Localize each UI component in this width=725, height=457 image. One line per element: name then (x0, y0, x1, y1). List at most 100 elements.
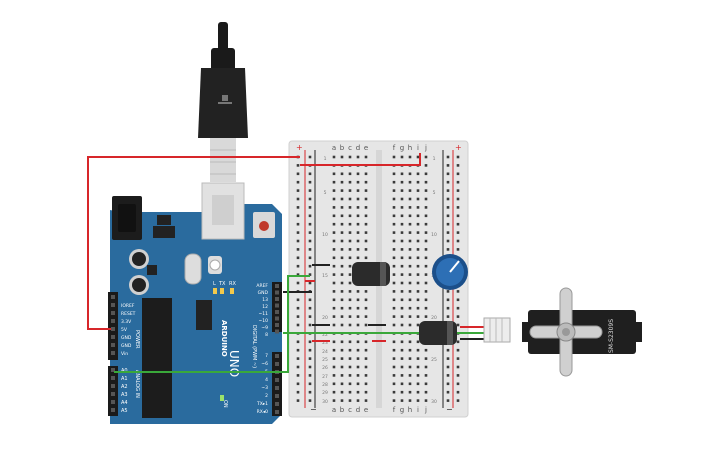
breadboard-hole (308, 180, 312, 184)
breadboard-hole (392, 340, 396, 344)
col-label-g-bottom: g (400, 406, 404, 414)
col-label-g-top: g (400, 144, 404, 152)
breadboard-hole (348, 399, 352, 402)
breadboard-hole (424, 231, 428, 234)
header-pin (111, 384, 115, 388)
row-number-10-left: 10 (322, 232, 328, 238)
breadboard-hole (340, 231, 344, 234)
breadboard-hole (364, 315, 368, 318)
breadboard-hole (332, 189, 336, 192)
breadboard-hole (446, 239, 450, 243)
breadboard-hole (400, 206, 404, 209)
breadboard-hole (416, 390, 420, 394)
breadboard-hole (296, 239, 300, 243)
header-pin (275, 316, 279, 321)
breadboard-hole (456, 155, 460, 159)
header-pin (111, 392, 115, 396)
breadboard-hole (340, 340, 344, 344)
breadboard-hole (296, 248, 300, 251)
breadboard-hole (332, 273, 336, 276)
header-pin (111, 327, 115, 331)
breadboard-hole (340, 365, 344, 369)
breadboard-hole (416, 357, 420, 360)
breadboard-hole (296, 399, 300, 402)
breadboard-hole (364, 390, 368, 394)
breadboard-hole (340, 239, 344, 243)
breadboard-hole (364, 323, 368, 327)
breadboard-hole (296, 281, 300, 285)
breadboard-hole (364, 222, 368, 226)
breadboard-hole (332, 197, 336, 201)
breadboard-hole (424, 357, 428, 360)
breadboard-hole (348, 348, 352, 352)
header-pin (275, 290, 279, 295)
breadboard-hole (392, 264, 396, 268)
breadboard-hole (348, 256, 352, 260)
breadboard-hole (446, 164, 450, 167)
row-number-30-left: 30 (322, 399, 328, 405)
row-number-1-right: 1 (433, 156, 436, 162)
breadboard-hole (446, 248, 450, 251)
breadboard-hole (456, 374, 460, 377)
breadboard-hole (408, 189, 412, 192)
breadboard-hole (408, 264, 412, 268)
breadboard-hole (392, 197, 396, 201)
breadboard-hole (400, 298, 404, 302)
breadboard-hole (416, 197, 420, 201)
breadboard-hole (416, 222, 420, 226)
breadboard-hole (392, 273, 396, 276)
breadboard-hole (392, 180, 396, 184)
breadboard-hole (392, 290, 396, 293)
breadboard-hole (340, 290, 344, 293)
breadboard-hole (348, 323, 352, 327)
breadboard-hole (348, 155, 352, 159)
row-number-15-left: 15 (322, 273, 328, 279)
breadboard-hole (308, 206, 312, 209)
breadboard-hole (308, 155, 312, 159)
breadboard-hole (296, 172, 300, 176)
breadboard-hole (296, 298, 300, 302)
breadboard-hole (296, 164, 300, 167)
breadboard-hole (340, 273, 344, 276)
breadboard-hole (456, 197, 460, 201)
breadboard-hole (348, 390, 352, 394)
breadboard-hole (332, 374, 336, 377)
breadboard-hole (340, 248, 344, 251)
breadboard-hole (446, 206, 450, 209)
breadboard-hole (400, 189, 404, 192)
breadboard-hole (348, 298, 352, 302)
wire-a0-to-pot (114, 275, 310, 373)
breadboard-hole (356, 222, 360, 226)
header-pin (275, 310, 279, 314)
breadboard-hole (296, 348, 300, 352)
breadboard-hole (456, 399, 460, 402)
pin-label-gnd-d: GND (258, 290, 269, 296)
breadboard-hole (456, 382, 460, 386)
breadboard-hole (308, 298, 312, 302)
breadboard-hole (408, 315, 412, 318)
breadboard-hole (364, 290, 368, 293)
breadboard-hole (456, 306, 460, 310)
breadboard-hole (348, 197, 352, 201)
header-pin (275, 329, 279, 334)
potentiometer (432, 254, 468, 290)
breadboard-hole (408, 348, 412, 352)
breadboard-hole (446, 222, 450, 226)
breadboard-hole (308, 306, 312, 310)
pin-label-a1: A1 (121, 376, 128, 382)
breadboard-hole (348, 239, 352, 243)
breadboard-hole (356, 155, 360, 159)
col-label-d-bottom: d (356, 406, 360, 414)
breadboard-hole (348, 382, 352, 386)
breadboard-hole (446, 214, 450, 218)
breadboard-hole (296, 323, 300, 327)
capacitor-1 (352, 262, 390, 286)
breadboard-hole (348, 340, 352, 344)
col-label-b-bottom: b (340, 406, 345, 414)
breadboard-hole (416, 248, 420, 251)
breadboard-hole (408, 357, 412, 360)
row-number-5-right: 5 (433, 190, 436, 196)
breadboard-hole (356, 340, 360, 344)
breadboard-hole (424, 222, 428, 226)
breadboard-hole (308, 239, 312, 243)
